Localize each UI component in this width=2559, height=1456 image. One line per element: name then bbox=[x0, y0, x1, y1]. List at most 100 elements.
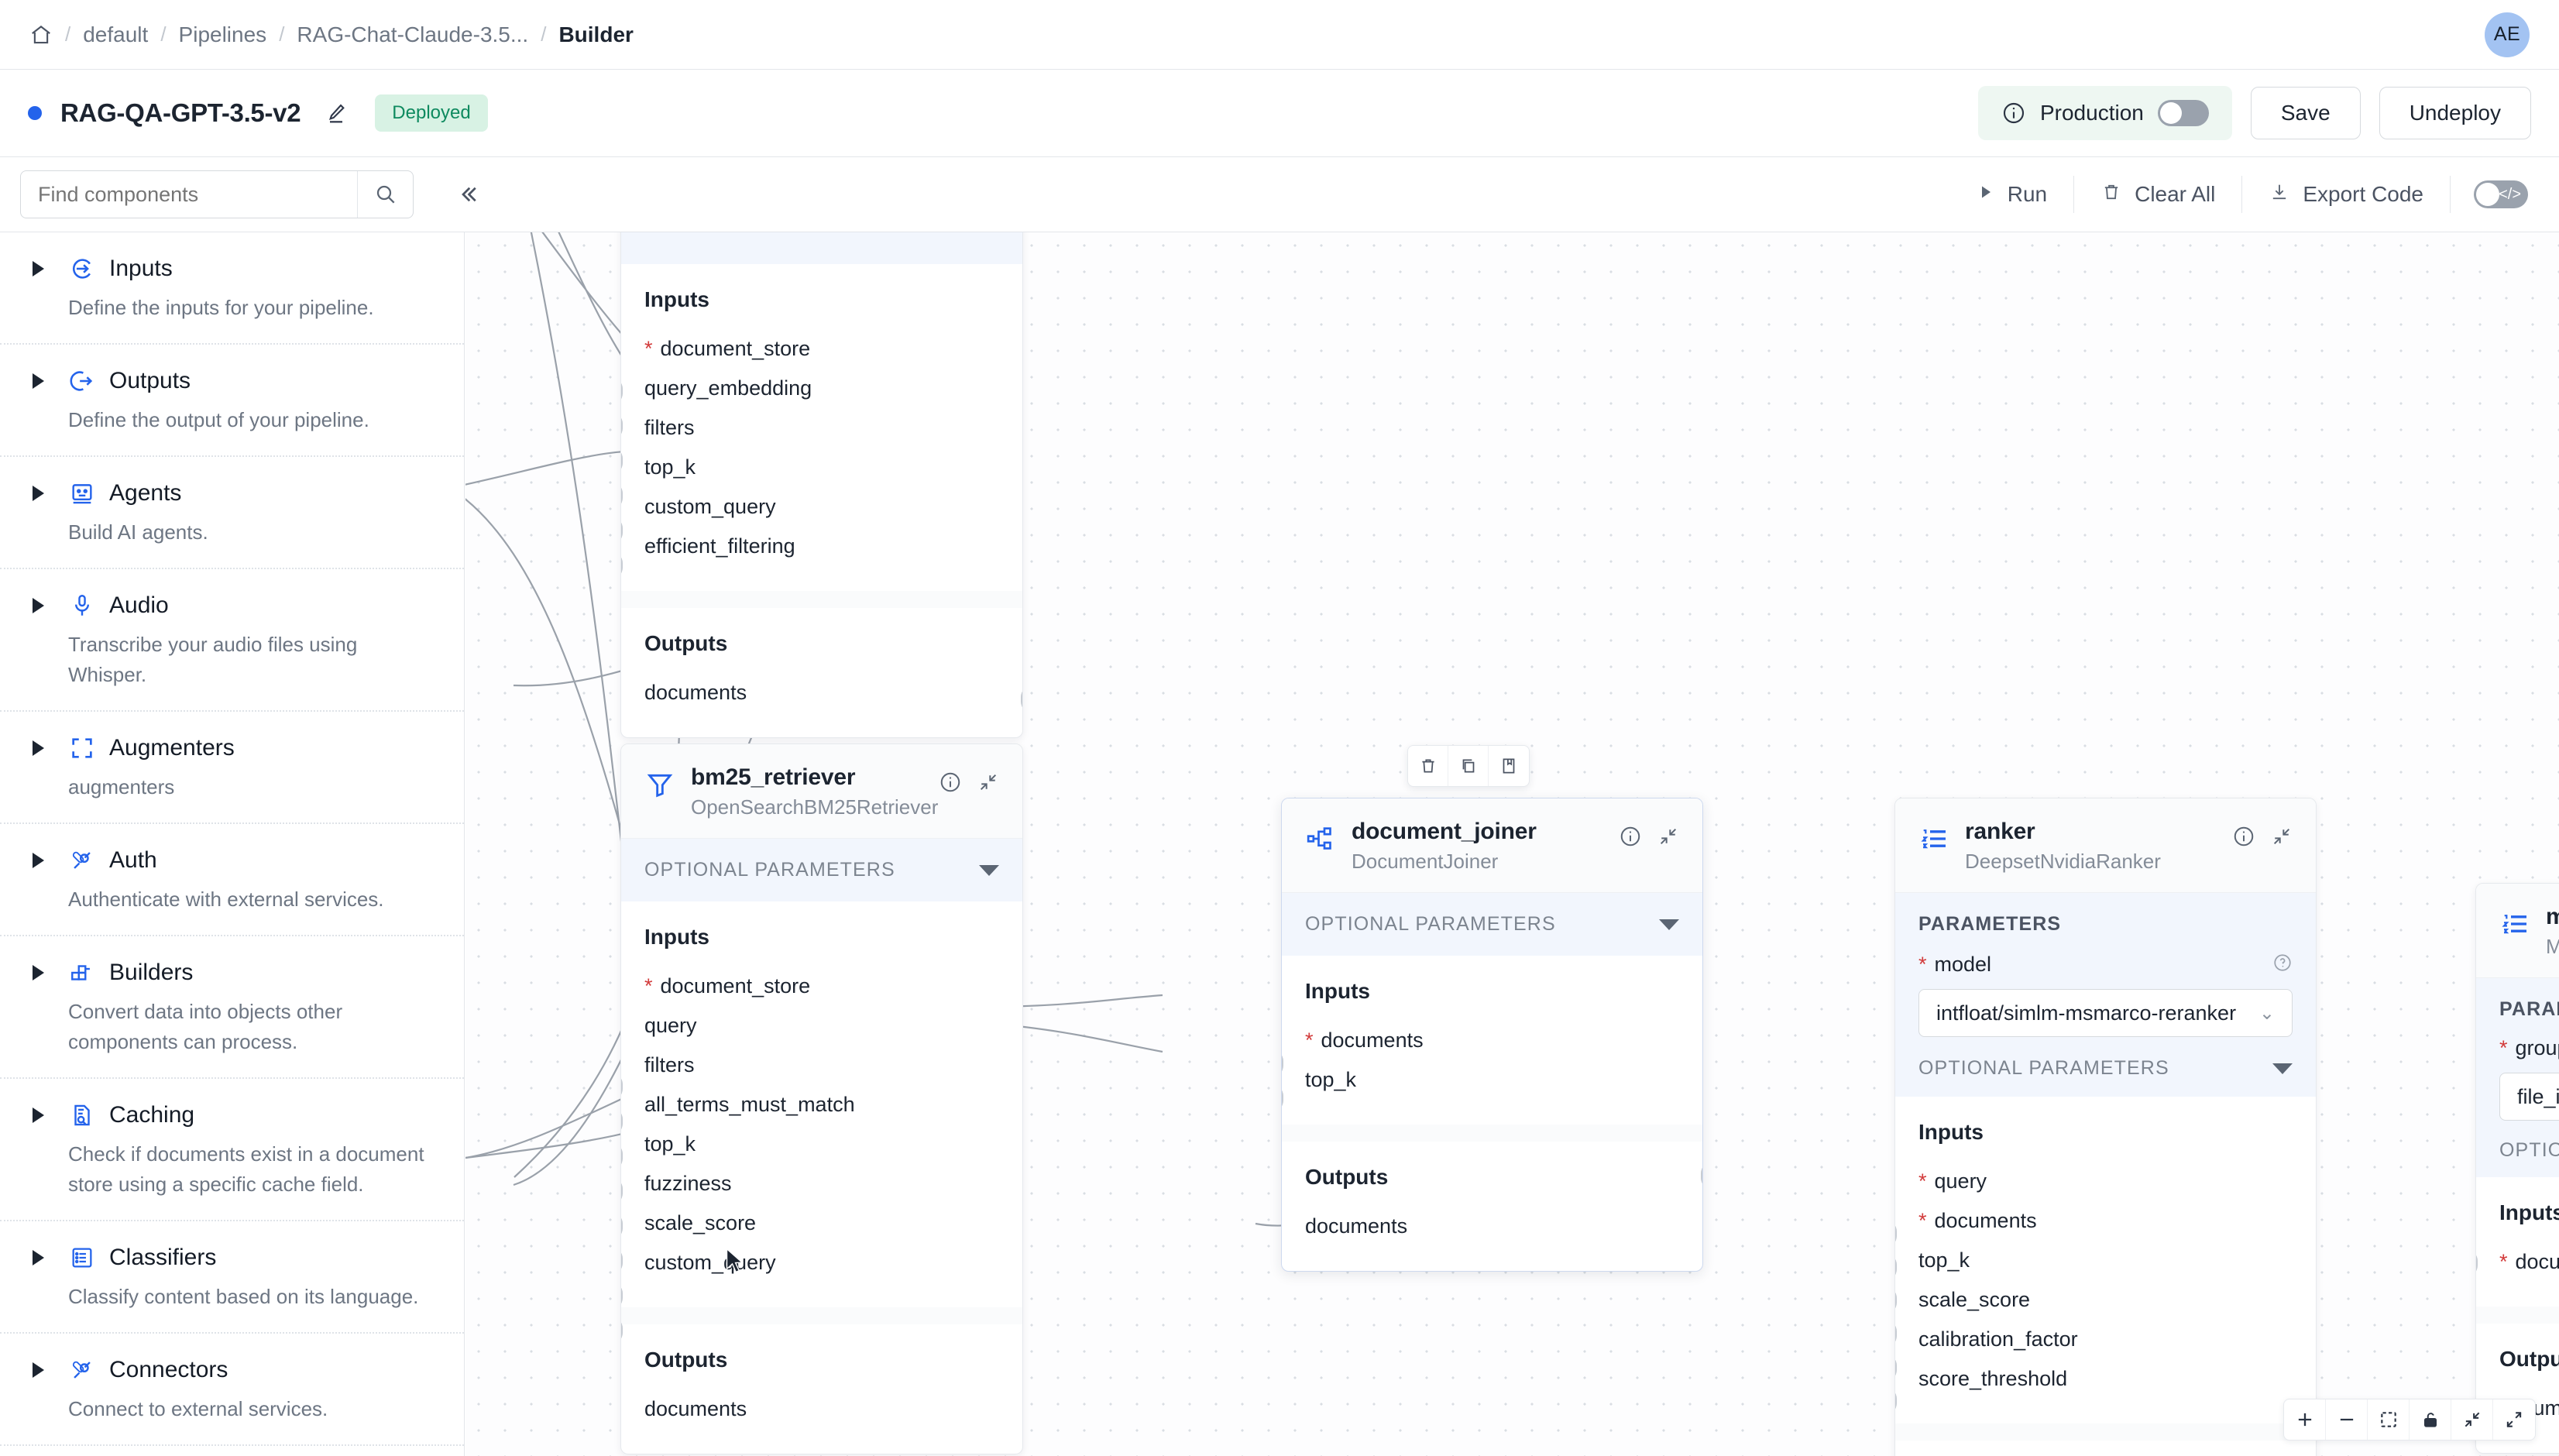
optional-parameters-band[interactable]: OPTIONAL PARAMETERS bbox=[621, 839, 1022, 901]
undeploy-button[interactable]: Undeploy bbox=[2379, 87, 2531, 139]
search-input[interactable] bbox=[21, 182, 357, 207]
node-header[interactable]: meta MetaF bbox=[2476, 884, 2559, 978]
input-port-documents[interactable]: *documents bbox=[1305, 1021, 1679, 1060]
node-header[interactable]: ranker DeepsetNvidiaRanker bbox=[1895, 798, 2316, 893]
input-port-document[interactable]: *document bbox=[2499, 1242, 2559, 1282]
input-port-query[interactable]: query bbox=[644, 1006, 999, 1046]
collapse-sidebar-button[interactable] bbox=[448, 174, 488, 215]
node-meta-ranker[interactable]: meta MetaF PARAMETER * group_by file_id … bbox=[2475, 883, 2559, 1454]
input-port-documents[interactable]: *documents bbox=[1918, 1201, 2293, 1241]
bookmark-page-icon[interactable] bbox=[1489, 746, 1529, 786]
input-port-document_store[interactable]: *document_store bbox=[644, 967, 999, 1006]
input-port-top_k[interactable]: top_k bbox=[644, 448, 999, 487]
copy-icon[interactable] bbox=[1448, 746, 1489, 786]
zoom-controls[interactable] bbox=[2283, 1399, 2536, 1441]
fit-view-icon[interactable] bbox=[2368, 1399, 2410, 1440]
output-port-documents[interactable]: documents bbox=[644, 673, 999, 713]
info-circle-icon[interactable] bbox=[1619, 825, 1642, 852]
breadcrumb-item-builder[interactable]: Builder bbox=[558, 22, 634, 46]
lock-open-icon[interactable] bbox=[2410, 1399, 2451, 1440]
save-button[interactable]: Save bbox=[2250, 87, 2361, 139]
node-document-joiner[interactable]: document_joiner DocumentJoiner bbox=[1281, 798, 1703, 1272]
output-port-documents[interactable]: documents bbox=[644, 1389, 999, 1429]
pencil-icon[interactable] bbox=[301, 101, 349, 125]
plus-icon[interactable] bbox=[2284, 1399, 2326, 1440]
collapse-arrows-icon[interactable] bbox=[2451, 1399, 2493, 1440]
input-port-all_terms_must_match[interactable]: all_terms_must_match bbox=[644, 1085, 999, 1125]
trash-icon[interactable] bbox=[1408, 746, 1448, 786]
input-port-document_store[interactable]: *document_store bbox=[644, 329, 999, 369]
info-circle-icon[interactable] bbox=[2232, 825, 2255, 852]
node-ranker[interactable]: ranker DeepsetNvidiaRanker bbox=[1894, 798, 2317, 1456]
input-port-top_k[interactable]: top_k bbox=[644, 1125, 999, 1164]
group-by-select[interactable]: file_id bbox=[2499, 1073, 2559, 1121]
input-port-efficient_filtering[interactable]: efficient_filtering bbox=[644, 527, 999, 566]
run-button[interactable]: Run bbox=[1950, 176, 2075, 213]
production-toggle-group[interactable]: Production bbox=[1977, 86, 2232, 140]
node-bm25-retriever[interactable]: bm25_retriever OpenSearchBM25Retriever bbox=[620, 743, 1023, 1454]
collapse-arrows-icon[interactable] bbox=[977, 771, 999, 797]
breadcrumb-item-pipelines[interactable]: Pipelines bbox=[178, 22, 267, 46]
expand-caret-icon[interactable] bbox=[33, 1362, 44, 1378]
expand-caret-icon[interactable] bbox=[33, 1250, 44, 1265]
search-icon[interactable] bbox=[357, 171, 413, 218]
expand-caret-icon[interactable] bbox=[33, 965, 44, 980]
production-toggle[interactable] bbox=[2157, 100, 2209, 126]
expand-caret-icon[interactable] bbox=[33, 261, 44, 276]
expand-caret-icon[interactable] bbox=[33, 486, 44, 501]
breadcrumb-item-pipeline-name[interactable]: RAG-Chat-Claude-3.5... bbox=[297, 22, 529, 46]
input-port-fuzziness[interactable]: fuzziness bbox=[644, 1164, 999, 1204]
info-circle-icon[interactable] bbox=[939, 771, 962, 798]
input-port-query_embedding[interactable]: query_embedding bbox=[644, 369, 999, 408]
code-view-toggle[interactable]: </> bbox=[2474, 180, 2528, 208]
optional-parameters-row[interactable]: OPTIONAL P bbox=[2499, 1139, 2559, 1162]
expand-caret-icon[interactable] bbox=[33, 373, 44, 389]
node-header[interactable]: bm25_retriever OpenSearchBM25Retriever bbox=[621, 744, 1022, 839]
minus-icon[interactable] bbox=[2326, 1399, 2368, 1440]
collapse-arrows-icon[interactable] bbox=[1657, 826, 1679, 851]
input-port-query[interactable]: *query bbox=[1918, 1162, 2293, 1201]
question-circle-icon[interactable] bbox=[2272, 953, 2293, 977]
input-port-scale_score[interactable]: scale_score bbox=[644, 1204, 999, 1243]
chevron-down-icon[interactable] bbox=[979, 864, 999, 876]
clear-all-button[interactable]: Clear All bbox=[2074, 176, 2243, 213]
chevron-down-icon[interactable] bbox=[1659, 919, 1679, 930]
breadcrumb-item-default[interactable]: default bbox=[83, 22, 149, 46]
input-port-top_k[interactable]: top_k bbox=[1918, 1241, 2293, 1280]
input-port-custom_query[interactable]: custom_query bbox=[644, 1243, 999, 1283]
node-toolbar[interactable] bbox=[1407, 745, 1530, 787]
expand-caret-icon[interactable] bbox=[33, 1107, 44, 1123]
optional-parameters-row[interactable]: OPTIONAL PARAMETERS bbox=[1918, 1057, 2293, 1080]
search-field-wrapper[interactable] bbox=[20, 170, 414, 218]
input-port-filters[interactable]: filters bbox=[644, 408, 999, 448]
chevron-down-icon[interactable] bbox=[2272, 1063, 2293, 1074]
node-header[interactable]: document_joiner DocumentJoiner bbox=[1282, 798, 1702, 893]
expand-caret-icon[interactable] bbox=[33, 853, 44, 868]
input-port-top_k[interactable]: top_k bbox=[1305, 1060, 1679, 1100]
home-icon[interactable] bbox=[29, 23, 53, 46]
model-select[interactable]: intfloat/simlm-msmarco-reranker ⌄ bbox=[1918, 989, 2293, 1037]
input-port-filters[interactable]: filters bbox=[644, 1046, 999, 1085]
input-port-calibration_factor[interactable]: calibration_factor bbox=[1918, 1320, 2293, 1359]
output-port-documents[interactable]: documents bbox=[1305, 1207, 1679, 1246]
input-port-score_threshold[interactable]: score_threshold bbox=[1918, 1359, 2293, 1399]
expand-caret-icon[interactable] bbox=[33, 740, 44, 756]
optional-parameters-band[interactable]: OPTIONAL PARAMETERS bbox=[1282, 893, 1702, 956]
expand-caret-icon[interactable] bbox=[33, 598, 44, 613]
export-code-button[interactable]: Export Code bbox=[2242, 176, 2451, 213]
expand-arrows-icon[interactable] bbox=[2493, 1399, 2535, 1440]
input-port-scale_score[interactable]: scale_score bbox=[1918, 1280, 2293, 1320]
